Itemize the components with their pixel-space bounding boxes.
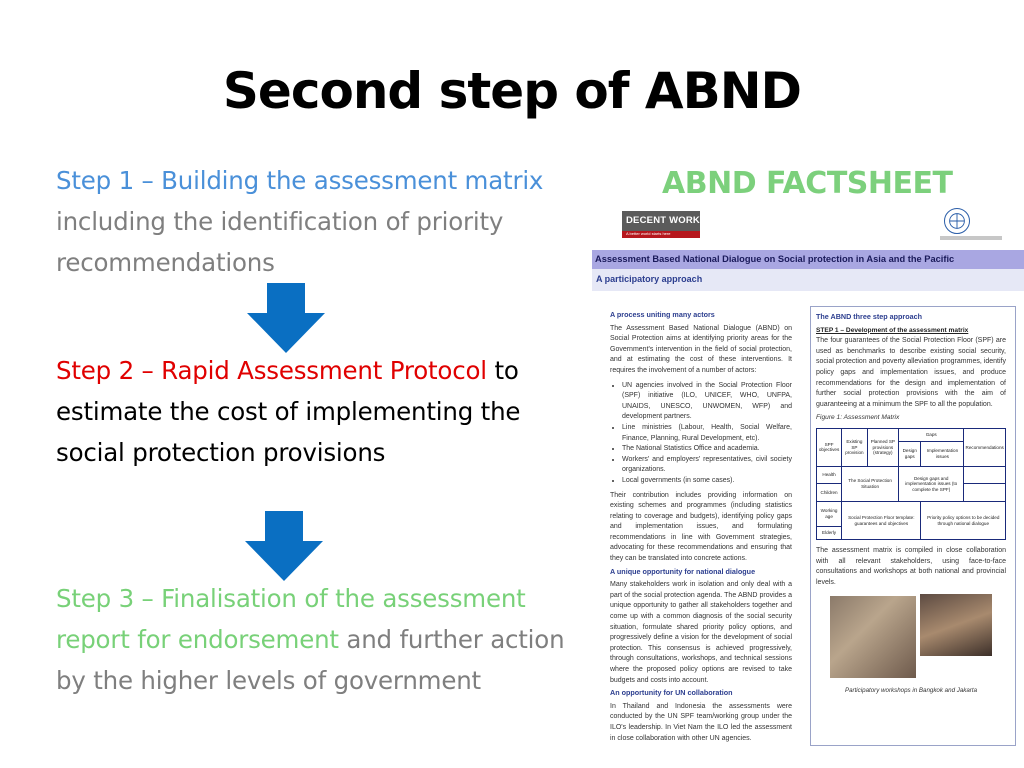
step-1-text: Step 1 – Building the assessment matrix … [56,160,591,283]
down-arrow-icon [247,283,325,353]
list-item: Local governments (in some cases). [622,476,792,487]
ilo-logo-icon [944,208,970,234]
factsheet-banner: Assessment Based National Dialogue on So… [592,250,1024,269]
photo-caption: Participatory workshops in Bangkok and J… [844,687,978,695]
down-arrow-icon [245,511,323,581]
actor-list: UN agencies involved in the Social Prote… [610,381,792,487]
decent-work-logo: DECENT WORK A better world starts here [622,211,700,238]
step-2-text: Step 2 – Rapid Assessment Protocol to es… [56,350,591,473]
step-3-detail: and further action by the higher levels … [56,625,565,695]
slide-title: Second step of ABND [222,62,802,120]
workshop-photos [816,594,1006,686]
step-3-heading: Step 3 – Finalisation of the assessment … [56,584,526,654]
list-item: Workers' and employers' representatives,… [622,455,792,476]
factsheet-right-panel [810,306,1016,746]
assessment-matrix: SPF objectives Existing SP provision Pla… [815,427,1006,540]
factsheet-label: ABND FACTSHEET [662,166,953,201]
logo-text: DECENT WORK [626,215,700,226]
factsheet-document: DECENT WORK A better world starts here A… [592,200,1024,768]
factsheet-right-column: The ABND three step approach STEP 1 – De… [815,310,1006,697]
list-item: The National Statistics Office and acade… [622,444,792,455]
factsheet-subtitle: A participatory approach [592,269,1024,291]
factsheet-left-column: A process uniting many actors The Assess… [610,308,792,744]
step-1-heading: Step 1 – Building the assessment matrix [56,166,544,195]
step-3-text: Step 3 – Finalisation of the assessment … [56,578,591,701]
step-2-heading: Step 2 – Rapid Assessment Protocol [56,356,487,385]
step-2-detail: to estimate the cost of implementing the… [56,356,521,467]
list-item: UN agencies involved in the Social Prote… [622,381,792,423]
list-item: Line ministries (Labour, Health, Social … [622,423,792,444]
logo-subtext: A better world starts here [626,231,671,236]
workshop-photo [920,594,992,657]
workshop-photo [830,596,916,679]
step-1-detail: including the identification of priority… [56,207,504,277]
ilo-subtitle [940,236,1002,240]
